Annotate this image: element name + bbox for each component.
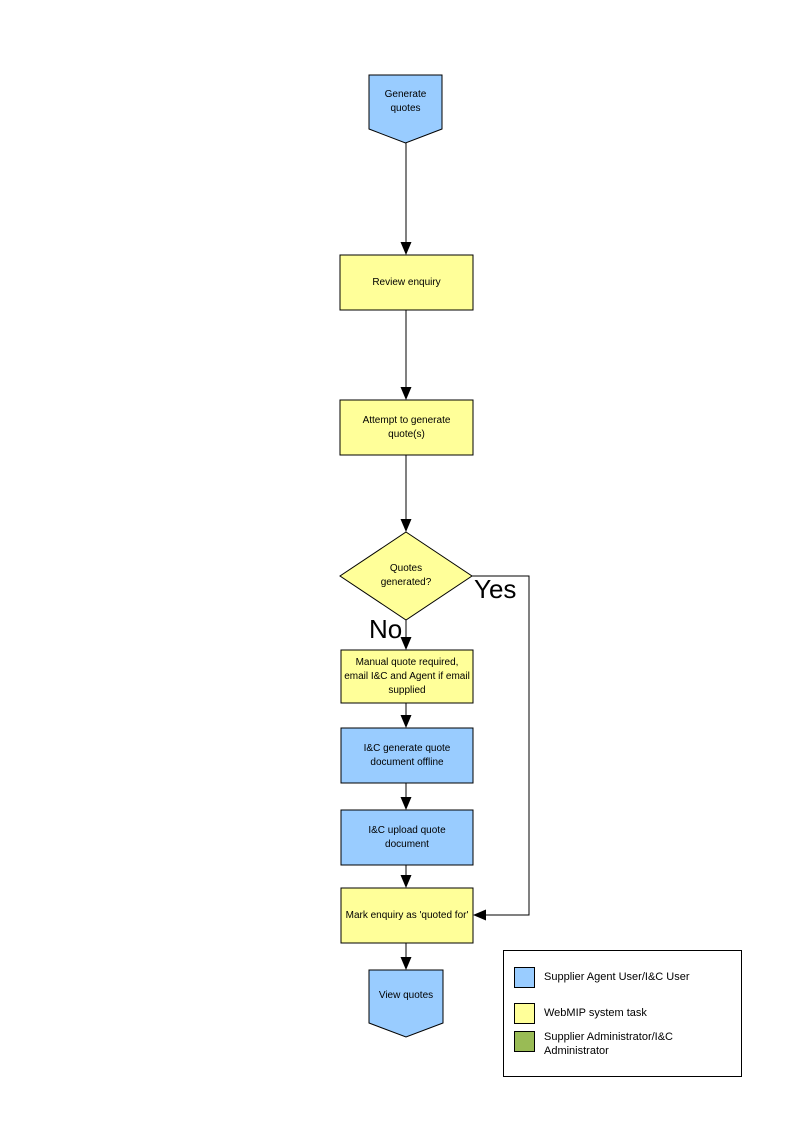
legend-swatch-agent-user <box>514 967 535 988</box>
generate-offline-box <box>340 727 474 784</box>
edge-label-no: No <box>369 614 403 644</box>
node-label-quotes-generated: Quotes generated? <box>380 563 432 588</box>
manual-quote-box <box>340 649 474 704</box>
legend-label-agent-user: Supplier Agent User/I&C User <box>544 971 690 983</box>
attempt-generate-box <box>339 399 474 456</box>
arrowhead-decision-manual <box>400 637 412 650</box>
node-label-upload-document: I&C upload quote document <box>368 824 446 850</box>
node-label-view-quotes: View quotes <box>378 990 434 1001</box>
arrowhead-yes-mark <box>473 909 486 921</box>
edge-label-yes: Yes <box>474 574 517 604</box>
quotes-generated-diamond <box>339 531 473 621</box>
arrowhead-review-attempt <box>400 387 412 400</box>
node-label-mark-enquiry: Mark enquiry as 'quoted for' <box>345 909 469 921</box>
upload-document-box <box>340 809 474 866</box>
review-enquiry-box <box>339 254 474 311</box>
legend-box: Supplier Agent User/I&C User WebMIP syst… <box>503 950 742 1077</box>
arrowhead-start-review <box>400 242 412 255</box>
edge-decision-mark-yes <box>472 575 530 916</box>
mark-enquiry-box <box>340 887 474 944</box>
arrowhead-attempt-decision <box>400 519 412 532</box>
arrowhead-upload-mark <box>400 875 412 888</box>
node-label-generate-offline: I&C generate quote document offline <box>363 742 451 768</box>
node-label-review-enquiry: Review enquiry <box>372 276 441 288</box>
node-label-generate-quotes: Generate quotes <box>384 89 427 114</box>
arrowhead-mark-end <box>400 957 412 970</box>
legend-swatch-system-task <box>514 1003 535 1024</box>
node-label-manual-quote: Manual quote required, email I&C and Age… <box>344 656 470 696</box>
legend-swatch-administrator <box>514 1031 535 1052</box>
legend-label-system-task: WebMIP system task <box>544 1007 647 1019</box>
start-terminator-shape <box>368 74 443 144</box>
legend-label-administrator: Supplier Administrator/I&C Administrator <box>544 1031 673 1058</box>
arrowhead-offline-upload <box>400 797 412 810</box>
end-terminator-shape <box>368 969 444 1038</box>
arrowhead-manual-offline <box>400 715 412 728</box>
node-label-attempt-generate: Attempt to generate quote(s) <box>362 414 451 440</box>
